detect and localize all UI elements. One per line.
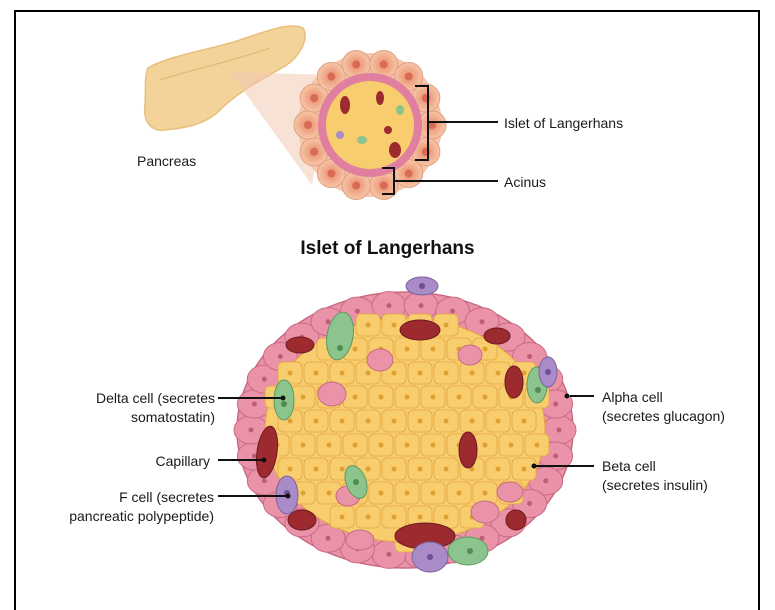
delta-label-line1: Delta cell (secretes — [96, 389, 215, 407]
capillary — [286, 337, 314, 353]
pancreas-label: Pancreas — [137, 152, 196, 170]
capillary — [400, 320, 440, 340]
diagram-title: Islet of Langerhans — [0, 238, 775, 260]
f-cell-label-line2: pancreatic polypeptide) — [69, 507, 214, 525]
capillary — [506, 510, 526, 530]
islet-bracket — [415, 86, 498, 160]
islet-top-label: Islet of Langerhans — [504, 114, 623, 132]
beta-label-line1: Beta cell — [602, 457, 656, 475]
capillary — [459, 432, 477, 468]
capillary — [288, 510, 316, 530]
beta-label-line2: (secretes insulin) — [602, 476, 708, 494]
f-cell-label-line1: F cell (secretes — [119, 488, 214, 506]
capillary-label: Capillary — [156, 452, 210, 470]
large-islet — [234, 277, 576, 572]
acinus-label: Acinus — [504, 173, 546, 191]
diagram-canvas — [0, 0, 775, 594]
mini-islet — [294, 51, 446, 200]
capillary — [505, 366, 523, 398]
delta-label-line2: somatostatin) — [131, 408, 215, 426]
alpha-label-line2: (secretes glucagon) — [602, 407, 725, 425]
alpha-label-line1: Alpha cell — [602, 388, 663, 406]
capillary — [484, 328, 510, 344]
